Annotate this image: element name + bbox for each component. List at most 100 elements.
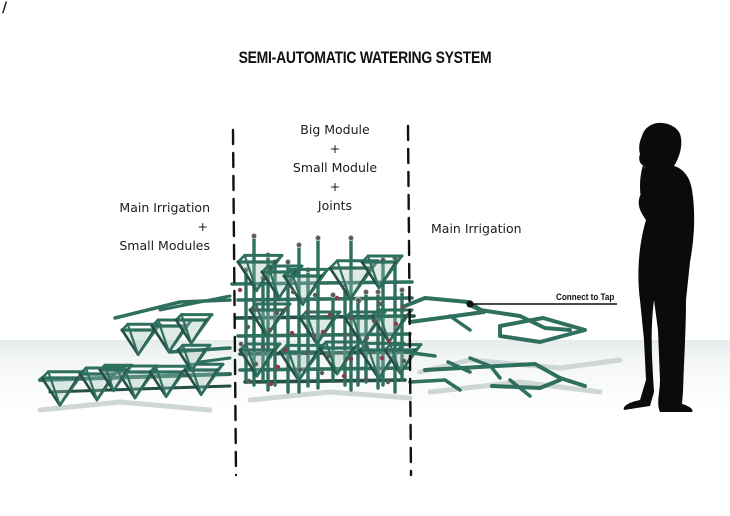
joint bbox=[260, 344, 266, 350]
module-leg bbox=[40, 376, 62, 407]
joint bbox=[364, 335, 370, 341]
module-leg bbox=[324, 340, 339, 376]
module-panel bbox=[178, 350, 206, 371]
module-edge bbox=[282, 268, 292, 278]
module-leg bbox=[156, 318, 171, 354]
module-leg bbox=[277, 264, 304, 300]
module-edge bbox=[236, 254, 246, 264]
module-edge bbox=[260, 264, 270, 274]
joint bbox=[252, 307, 258, 313]
joint bbox=[379, 355, 385, 361]
joint bbox=[297, 367, 303, 373]
module-leg bbox=[58, 370, 86, 407]
joint bbox=[327, 312, 333, 318]
zone-divider-line bbox=[406, 124, 413, 477]
joint bbox=[374, 288, 381, 295]
module-leg bbox=[358, 348, 381, 380]
joint bbox=[283, 306, 289, 312]
module-panel bbox=[330, 268, 371, 300]
joint bbox=[275, 364, 281, 370]
module-leg bbox=[150, 324, 171, 354]
module-leg bbox=[376, 308, 391, 344]
module-edge bbox=[298, 310, 308, 320]
joint bbox=[349, 315, 355, 321]
module-panel bbox=[362, 262, 396, 288]
zone-divider-line bbox=[231, 128, 238, 477]
module-leg bbox=[387, 308, 414, 344]
module-panel bbox=[152, 326, 186, 352]
module-leg bbox=[377, 254, 404, 290]
joint bbox=[305, 309, 311, 315]
module-leg bbox=[360, 260, 381, 290]
module-leg bbox=[243, 254, 258, 292]
module-panel bbox=[185, 370, 218, 395]
module-leg bbox=[289, 268, 304, 306]
module-leg bbox=[174, 318, 193, 345]
joint bbox=[334, 295, 340, 301]
person-body bbox=[623, 122, 695, 412]
joint bbox=[284, 258, 291, 265]
module-leg bbox=[301, 268, 330, 306]
module-leg bbox=[297, 344, 326, 382]
joint bbox=[311, 333, 317, 339]
joint bbox=[356, 298, 362, 304]
joint bbox=[320, 329, 326, 335]
pipe-shadow bbox=[247, 389, 413, 403]
module-leg bbox=[112, 364, 134, 392]
joint bbox=[289, 330, 295, 336]
module-edge bbox=[148, 364, 157, 374]
module-leg bbox=[116, 370, 137, 400]
module-edge bbox=[248, 302, 258, 312]
irrigation-pipe bbox=[468, 356, 492, 368]
module-leg bbox=[244, 342, 259, 378]
irrigation-pipe bbox=[423, 362, 587, 388]
joint bbox=[282, 347, 288, 353]
module-leg bbox=[181, 344, 193, 372]
module-leg bbox=[190, 344, 212, 372]
joint bbox=[363, 376, 369, 382]
module-edge bbox=[318, 340, 328, 350]
module-edge bbox=[343, 310, 353, 320]
joint bbox=[304, 350, 310, 356]
module-leg bbox=[349, 259, 380, 301]
zone-label-line: Small Module bbox=[292, 160, 378, 175]
irrigation-pipe bbox=[446, 360, 472, 374]
joint bbox=[274, 310, 280, 316]
joint bbox=[342, 332, 348, 338]
joint bbox=[245, 324, 251, 330]
person-arm bbox=[640, 165, 662, 213]
module-leg bbox=[366, 254, 381, 290]
module-leg bbox=[365, 342, 380, 380]
joint bbox=[347, 234, 354, 241]
module-leg bbox=[103, 364, 115, 392]
module-leg bbox=[167, 318, 194, 354]
module-leg bbox=[137, 323, 162, 356]
joint bbox=[386, 338, 392, 344]
module-panel bbox=[122, 330, 155, 355]
joint bbox=[250, 232, 257, 239]
module-leg bbox=[154, 365, 168, 398]
module-panel bbox=[385, 350, 416, 374]
module-panel bbox=[262, 272, 296, 298]
module-edge bbox=[40, 370, 50, 380]
joint bbox=[319, 370, 325, 376]
module-edge bbox=[238, 342, 248, 352]
module-panel bbox=[360, 350, 398, 379]
right-main-irrigation-pipes bbox=[403, 296, 587, 398]
zone-label-line: + bbox=[329, 141, 341, 156]
zone-label-line: Small Modules bbox=[119, 238, 210, 253]
joint bbox=[290, 289, 296, 295]
module-panel bbox=[176, 320, 207, 344]
module-leg bbox=[318, 346, 339, 376]
module-panel bbox=[100, 370, 128, 391]
zone-label-line: Main Irrigation bbox=[119, 200, 210, 215]
zone-label-line: Joints bbox=[317, 198, 353, 213]
module-panel bbox=[280, 352, 318, 381]
joint bbox=[238, 341, 244, 347]
joint bbox=[362, 288, 369, 295]
module-leg bbox=[278, 350, 301, 382]
joint bbox=[393, 321, 399, 327]
joint bbox=[378, 301, 384, 307]
